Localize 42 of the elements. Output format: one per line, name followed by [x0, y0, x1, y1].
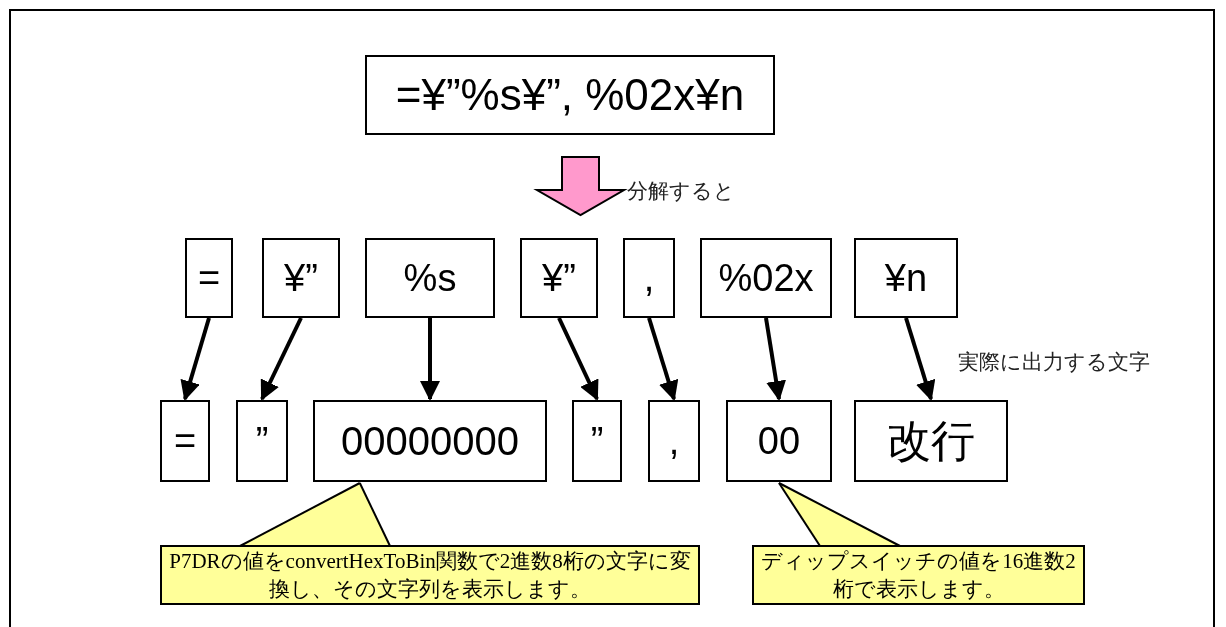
arrow: [420, 318, 440, 401]
code-box: [365, 55, 775, 135]
arrow: [647, 317, 679, 401]
token-box: [854, 238, 958, 318]
token-text: ,: [643, 259, 655, 297]
token-text: =: [173, 422, 197, 460]
arrow: [764, 317, 786, 401]
output-box: [572, 400, 622, 482]
output-box: [854, 400, 1008, 482]
callout-text: ディップスイッチの値を16進数2桁で表示します。: [760, 547, 1077, 603]
token-text: =: [197, 259, 221, 297]
token-box: [700, 238, 832, 318]
output-box: [726, 400, 832, 482]
token-text: ”: [590, 422, 604, 460]
token-text: ¥n: [884, 259, 928, 297]
token-text: ”: [255, 422, 269, 460]
arrow: [180, 317, 211, 401]
token-text: 00: [757, 422, 801, 460]
output-box: [160, 400, 210, 482]
token-box: [623, 238, 675, 318]
arrow: [260, 317, 303, 401]
token-box: [185, 238, 233, 318]
note-text: 実際に出力する文字: [958, 349, 1150, 376]
token-text: ¥”: [284, 259, 318, 297]
token-text: ¥”: [542, 259, 576, 297]
token-text: ,: [668, 422, 680, 460]
output-box: [313, 400, 547, 482]
token-box: [365, 238, 495, 318]
block-arrow: [533, 156, 628, 217]
output-box: [236, 400, 288, 482]
output-box: [648, 400, 700, 482]
token-text: 改行: [887, 419, 975, 463]
token-text: =¥”%s¥”, %02x¥n: [395, 73, 745, 117]
token-text: %02x: [718, 259, 814, 297]
edge-label: 分解すると: [627, 178, 735, 205]
arrow: [557, 317, 599, 401]
callout-text: P7DRの値をconvertHexToBin関数で2進数8桁の文字に変換し、その文字列を表示します。: [168, 547, 692, 603]
arrow: [904, 317, 936, 401]
token-text: 00000000: [341, 421, 519, 461]
token-box: [262, 238, 340, 318]
token-text: %s: [403, 259, 457, 297]
token-box: [520, 238, 598, 318]
